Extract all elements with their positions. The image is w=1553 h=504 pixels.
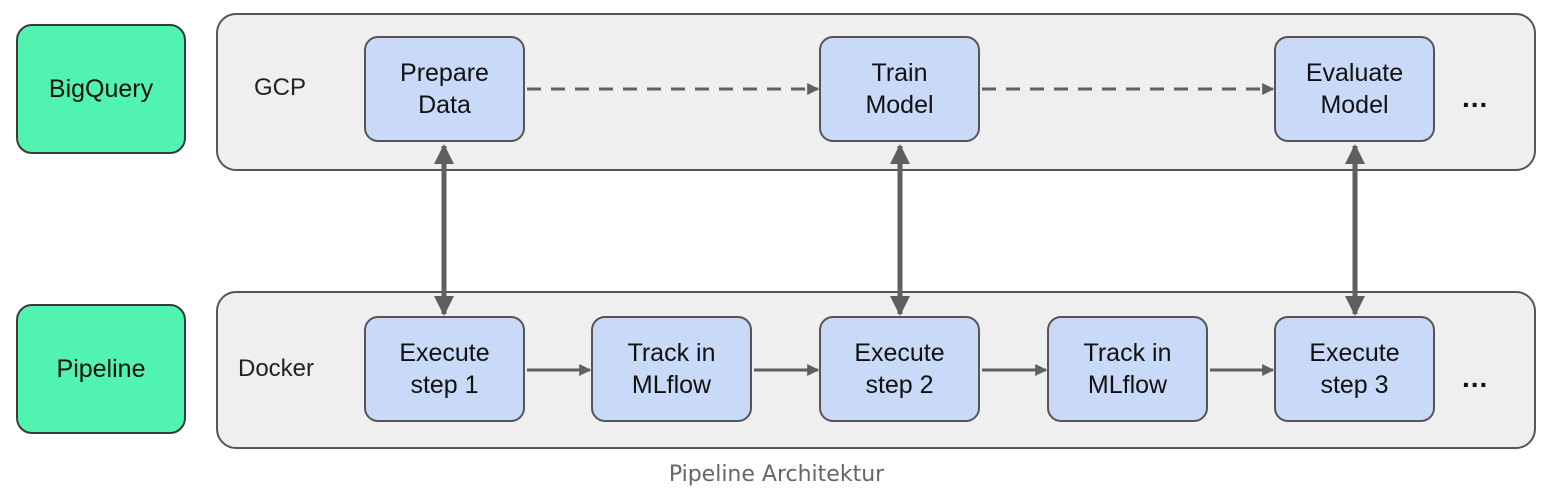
node-text-line1: Track in (627, 339, 716, 367)
node-text-line2: step 1 (410, 371, 479, 399)
bigquery-label: BigQuery (48, 74, 154, 103)
gcp-lane-label: GCP (254, 74, 307, 101)
node-text-line2: MLflow (631, 371, 712, 399)
node-text-line1: Prepare (400, 59, 489, 87)
node-text-line2: Model (1320, 91, 1389, 119)
node-execute-step2: Execute step 2 (819, 316, 980, 422)
docker-lane-label: Docker (238, 355, 315, 382)
pipeline-label: Pipeline (56, 354, 146, 383)
node-evaluate-model: Evaluate Model (1274, 36, 1435, 142)
node-track-mlflow-1: Track in MLflow (591, 316, 752, 422)
node-text-line1: Train (871, 59, 928, 87)
node-text-line2: step 2 (865, 371, 934, 399)
docker-ellipsis: ... (1462, 362, 1489, 393)
node-text-line2: step 3 (1320, 371, 1389, 399)
node-execute-step1: Execute step 1 (364, 316, 525, 422)
diagram-caption: Pipeline Architektur (668, 462, 885, 487)
node-text-line2: MLflow (1087, 371, 1168, 399)
pipeline-box: Pipeline (16, 304, 186, 434)
node-text-line1: Execute (1309, 339, 1400, 367)
node-track-mlflow-2: Track in MLflow (1047, 316, 1208, 422)
node-text-line2: Data (418, 91, 471, 119)
node-execute-step3: Execute step 3 (1274, 316, 1435, 422)
node-text-line1: Track in (1083, 339, 1172, 367)
node-train-model: Train Model (819, 36, 980, 142)
node-text-line1: Evaluate (1305, 59, 1404, 87)
gcp-ellipsis: ... (1462, 82, 1489, 113)
bigquery-box: BigQuery (16, 24, 186, 154)
node-text-line1: Execute (399, 339, 490, 367)
node-prepare-data: Prepare Data (364, 36, 525, 142)
node-text-line2: Model (865, 91, 934, 119)
node-text-line1: Execute (854, 339, 945, 367)
